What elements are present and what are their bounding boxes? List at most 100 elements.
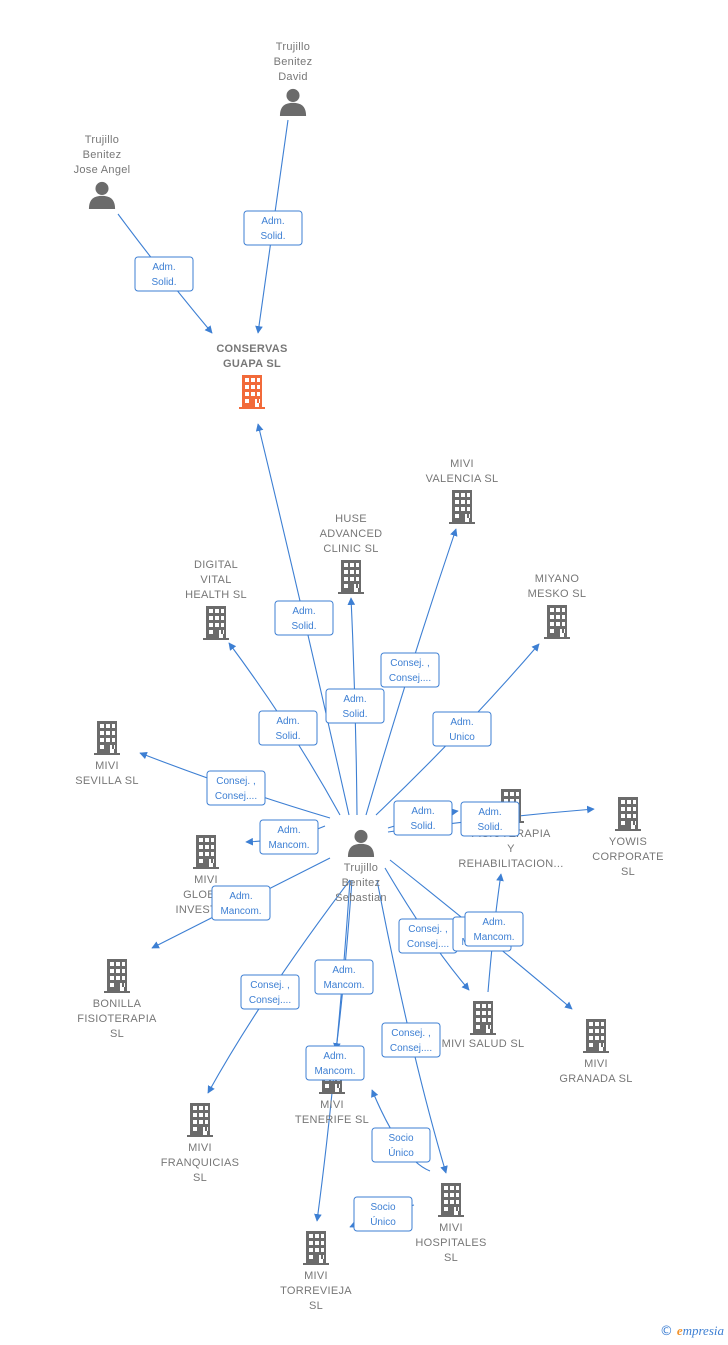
copyright-symbol: ©: [659, 1324, 673, 1339]
edge-label-line: Adm.: [411, 806, 434, 817]
building-icon: [449, 490, 475, 524]
node-yowis[interactable]: YOWIS CORPORATE SL: [592, 797, 664, 878]
edge-label-sebastian-to-franquicias[interactable]: Consej. ,Consej....: [240, 974, 300, 1010]
edge-label-sebastian-to-conservas[interactable]: Adm.Solid.: [274, 600, 334, 636]
edge-label-sebastian-to-fisio[interactable]: Adm. Solid.: [393, 800, 453, 836]
node-label-line: Benitez: [342, 877, 381, 889]
node-label-line: YOWIS: [609, 836, 647, 848]
node-label-line: CONSERVAS: [216, 343, 287, 355]
node-label-line: SL: [621, 866, 635, 878]
empresia-logo[interactable]: ©empresia: [660, 1323, 724, 1339]
node-miyano[interactable]: MIYANO MESKO SL: [528, 573, 587, 639]
node-label-line: MIVI: [450, 458, 474, 470]
edge-label-sebastian-to-tenerife[interactable]: Adm.Mancom.: [314, 959, 374, 995]
building-icon: [438, 1183, 464, 1217]
node-label-line: MIVI: [95, 760, 119, 772]
edge-label-line: Adm.: [482, 917, 505, 928]
edge-label-line: Adm.: [229, 891, 252, 902]
edge-label-sebastian-to-huse[interactable]: Adm. Solid.: [325, 688, 385, 724]
edge-label-line: Consej....: [215, 791, 257, 802]
edge-label-sebastian-to-bonilla[interactable]: Adm.Mancom.: [211, 885, 271, 921]
node-label-line: Jose Angel: [74, 164, 131, 176]
edge-label-line: Consej....: [390, 1043, 432, 1054]
person-icon: [88, 181, 116, 209]
node-label-line: David: [278, 71, 308, 83]
node-label-line: FISIOTERAPIA: [77, 1013, 157, 1025]
edge-label-salud-to-fisio[interactable]: Adm.Mancom.: [464, 911, 524, 947]
edge-label-line: Único: [388, 1146, 414, 1159]
node-label-line: MIVI: [304, 1270, 328, 1282]
edge-label-sebastian-to-salud[interactable]: Consej. ,Consej....: [398, 918, 458, 954]
node-label-line: HUSE: [335, 513, 367, 525]
edge-label-line: Solid.: [342, 709, 367, 720]
node-label-line: CORPORATE: [592, 851, 664, 863]
node-label-line: FRANQUICIAS: [161, 1157, 239, 1169]
node-label-line: Sebastian: [335, 892, 387, 904]
edge-label-line: Consej....: [407, 939, 449, 950]
node-label-line: Y: [507, 843, 515, 855]
edge-label-line: Consej....: [389, 673, 431, 684]
node-label-line: MESKO SL: [528, 588, 587, 600]
building-icon: [583, 1019, 609, 1053]
edge-label-david-to-conservas[interactable]: Adm.Solid.: [243, 210, 303, 246]
node-label-line: MIVI: [320, 1099, 344, 1111]
edge-label-line: Consej. ,: [216, 776, 255, 787]
node-label-line: MIVI: [194, 874, 218, 886]
edge-label-jose-to-conservas[interactable]: Adm.Solid.: [134, 256, 194, 292]
node-label-line: MIVI SALUD SL: [442, 1038, 525, 1050]
node-label-line: TORREVIEJA: [280, 1285, 352, 1297]
node-label-line: MIYANO: [535, 573, 580, 585]
edge-label-sebastian-to-miyano[interactable]: Adm.Unico: [432, 711, 492, 747]
node-label-line: MIVI: [439, 1222, 463, 1234]
edge-label-line: Adm.: [343, 694, 366, 705]
person-icon: [347, 829, 375, 857]
edge-label-sebastian-to-torrevieja[interactable]: Adm.Mancom.: [305, 1045, 365, 1081]
edge-label-sebastian-to-valencia[interactable]: Consej. ,Consej....: [380, 652, 440, 688]
node-label-line: VITAL: [200, 574, 231, 586]
node-label-line: DIGITAL: [194, 559, 238, 571]
building-icon: [470, 1001, 496, 1035]
building-icon: [615, 797, 641, 831]
building-icon: [193, 835, 219, 869]
node-label-line: SL: [110, 1028, 124, 1040]
edge-label-line: Socio: [388, 1133, 413, 1144]
edge-label-line: Único: [370, 1215, 396, 1228]
edge-labels-layer: Adm.Solid.Adm.Solid.Adm.Solid.Adm.Solid.…: [134, 210, 524, 1232]
person-icon: [279, 88, 307, 116]
brand-initial: e: [676, 1323, 683, 1338]
edge-label-line: Adm.: [276, 716, 299, 727]
edge-label-sebastian-to-hospitales[interactable]: Consej. ,Consej....: [381, 1022, 441, 1058]
building-icon: [544, 605, 570, 639]
node-label-line: REHABILITACION...: [458, 858, 563, 870]
node-salud[interactable]: MIVI SALUD SL: [442, 1001, 525, 1050]
building-icon: [303, 1231, 329, 1265]
edge-label-sebastian-to-sevilla[interactable]: Consej. , Consej....: [206, 770, 266, 806]
node-label-line: SL: [444, 1252, 458, 1264]
building-icon: [338, 560, 364, 594]
nodes-layer: TrujilloBenitezDavidTrujilloBenitezJose …: [74, 41, 664, 1312]
edge-label-line: Adm.: [292, 606, 315, 617]
edge-label-line: Mancom.: [314, 1066, 355, 1077]
edge-label-line: Socio: [370, 1202, 395, 1213]
edge-label-line: Consej. ,: [250, 980, 289, 991]
edge-label-sebastian-to-global[interactable]: Adm.Mancom.: [259, 819, 319, 855]
edge-label-line: Solid.: [410, 821, 435, 832]
edge-label-sebastian-to-digital[interactable]: Adm.Solid.: [258, 710, 318, 746]
edge-label-sebastian-to-yowis[interactable]: Adm.Solid.: [460, 801, 520, 837]
